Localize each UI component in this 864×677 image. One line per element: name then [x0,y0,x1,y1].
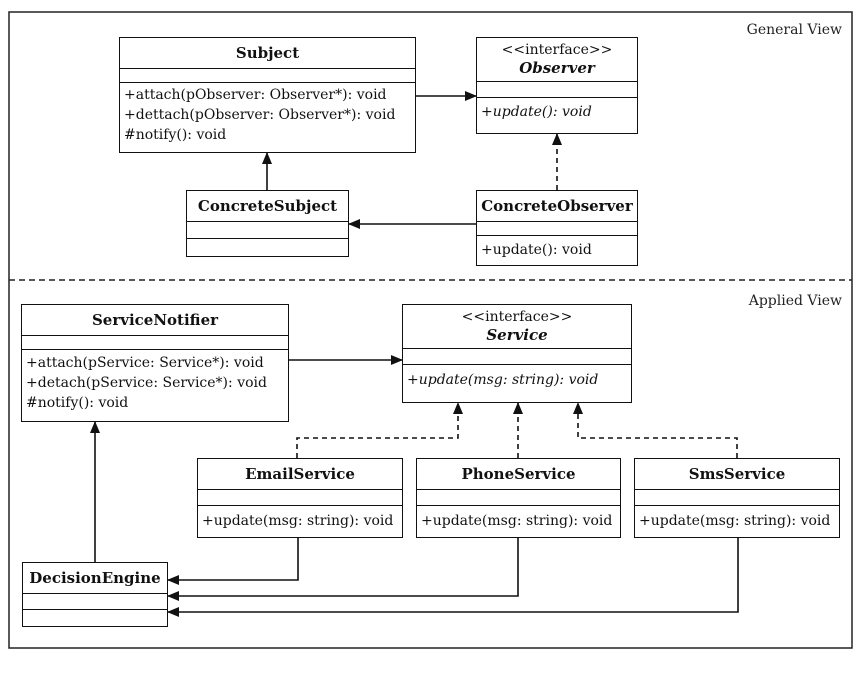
sms-service-realization [573,402,738,458]
class-decision-engine-name: DecisionEngine [29,569,161,587]
class-service-notifier-name: ServiceNotifier [91,311,219,329]
operation: +update(msg: string): void [421,513,613,529]
class-service-notifier[interactable]: ServiceNotifier +attach(pService: Servic… [21,304,289,422]
class-sms-service-name: SmsService [688,465,786,483]
class-observer-stereotype: <<interface>> [501,42,613,58]
class-concrete-observer-operations: +update(): void [477,235,637,260]
class-email-service-operations: +update(msg: string): void [198,505,402,531]
class-concrete-observer-name: ConcreteObserver [481,197,633,215]
class-concrete-subject[interactable]: ConcreteSubject [186,190,349,257]
class-concrete-observer-attributes [477,221,637,235]
class-subject-operations: +attach(pObserver: Observer*): void +det… [120,82,415,145]
class-sms-service-attributes [635,489,839,505]
email-service-realization [296,402,463,458]
applied-view-label: Applied View [748,293,842,309]
general-view-label: General View [747,22,842,38]
operation: +update(msg: string): void [407,372,599,388]
phone-decisionengine-association [167,538,519,601]
class-service-notifier-attributes [22,335,288,349]
class-concrete-subject-attributes [187,221,348,238]
class-phone-service-name: PhoneService [461,465,576,483]
class-phone-service-operations: +update(msg: string): void [417,505,620,531]
class-sms-service-operations: +update(msg: string): void [635,505,839,531]
class-concrete-subject-name: ConcreteSubject [197,197,338,215]
diagram-frame [8,11,853,649]
class-email-service-name: EmailService [245,465,355,483]
class-observer[interactable]: <<interface>> Observer +update(): void [476,37,638,134]
operation: #notify(): void [26,395,129,411]
class-decision-engine[interactable]: DecisionEngine [22,562,168,627]
operation: +attach(pService: Service*): void [26,355,264,371]
operation: +detach(pService: Service*): void [26,375,267,391]
class-service-notifier-operations: +attach(pService: Service*): void +detac… [22,349,288,413]
class-email-service-attributes [198,489,402,505]
class-observer-operations: +update(): void [477,97,637,122]
class-observer-attributes [477,81,637,97]
operation: +update(msg: string): void [202,513,394,529]
class-phone-service-attributes [417,489,620,505]
class-service-operations: +update(msg: string): void [403,364,631,390]
operation: +update(msg: string): void [639,513,831,529]
class-service-stereotype: <<interface>> [461,309,573,325]
class-service-attributes [403,348,631,364]
class-sms-service[interactable]: SmsService +update(msg: string): void [634,458,840,538]
operation: +update(): void [481,104,592,120]
class-observer-name: Observer [519,59,595,77]
class-subject[interactable]: Subject +attach(pObserver: Observer*): v… [119,37,416,153]
class-decision-engine-operations [23,609,167,625]
operation: #notify(): void [124,127,227,143]
class-concrete-observer[interactable]: ConcreteObserver +update(): void [476,190,638,266]
class-decision-engine-attributes [23,593,167,609]
class-email-service[interactable]: EmailService +update(msg: string): void [197,458,403,538]
operation: +update(): void [481,242,592,258]
class-subject-name: Subject [235,44,300,62]
class-phone-service[interactable]: PhoneService +update(msg: string): void [416,458,621,538]
class-subject-attributes [120,68,415,82]
class-service[interactable]: <<interface>> Service +update(msg: strin… [402,304,632,403]
email-decisionengine-association [167,538,299,585]
sms-decisionengine-association [167,538,739,617]
operation: +dettach(pObserver: Observer*): void [124,107,396,123]
operation: +attach(pObserver: Observer*): void [124,87,387,103]
class-concrete-subject-operations [187,238,348,254]
class-service-name: Service [486,326,548,344]
